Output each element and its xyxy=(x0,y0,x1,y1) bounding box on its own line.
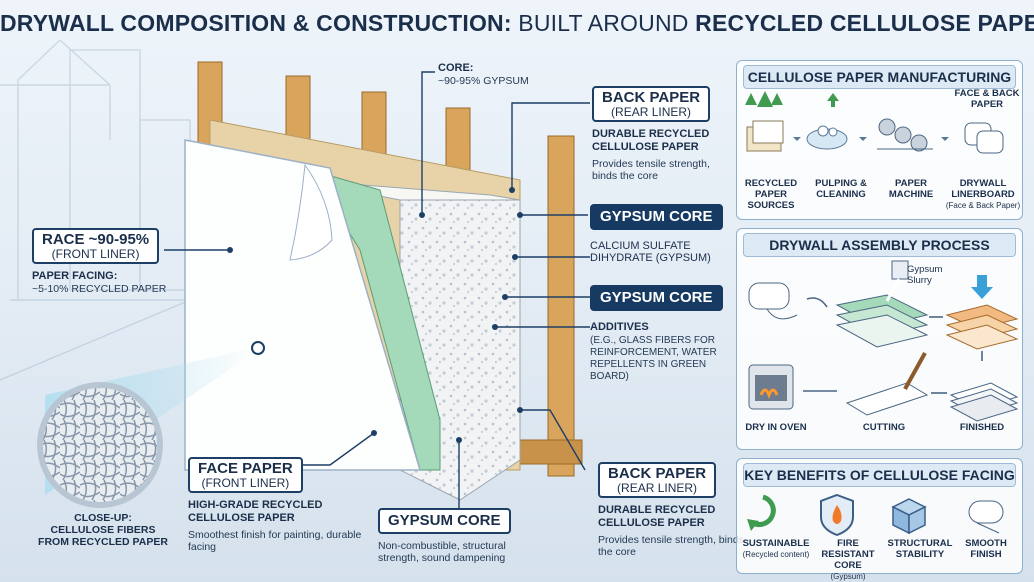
manufacturing-icons xyxy=(745,91,1004,154)
board-stack-icon xyxy=(949,382,1019,422)
callout-gypsum-core-1: GYPSUM CORE CALCIUM SULFATE DIHYDRATE (G… xyxy=(590,204,730,265)
oven-icon xyxy=(748,364,794,410)
benefits-heading: KEY BENEFITS OF CELLULOSE FACING xyxy=(743,463,1016,487)
fiber-closeup xyxy=(37,382,163,508)
callout-face-paper: FACE PAPER (FRONT LINER) HIGH-GRADE RECY… xyxy=(188,457,368,554)
benefit-3: SMOOTH FINISH xyxy=(965,538,1007,560)
benefit-1: FIRE RESISTANT CORE (Gypsum) xyxy=(821,538,875,581)
slurry-layers-icon xyxy=(835,294,929,348)
recycle-icon xyxy=(747,494,776,531)
gypsum-core-1-box: GYPSUM CORE xyxy=(590,204,723,230)
front-board xyxy=(184,139,422,471)
tree-icon xyxy=(745,91,783,107)
benefit-2: STRUCTURAL STABILITY xyxy=(887,538,953,560)
manufacturing-heading: CELLULOSE PAPER MANUFACTURING xyxy=(743,65,1016,89)
front-liner-box: RACE ~90-95% (FRONT LINER) xyxy=(32,228,160,265)
callout-front-liner: RACE ~90-95% (FRONT LINER) PAPER FACING:… xyxy=(32,228,202,296)
callout-back-paper-bottom: BACK PAPER (REAR LINER) DURABLE RECYCLED… xyxy=(598,462,748,559)
paper-rolls-icon xyxy=(964,122,1004,154)
panel-assembly: DRYWALL ASSEMBLY PROCESS Gypsum Slurry D… xyxy=(736,228,1023,450)
page-title: DRYWALL COMPOSITION & CONSTRUCTION: BUIL… xyxy=(0,10,1034,36)
panel-benefits: KEY BENEFITS OF CELLULOSE FACING SUSTAIN… xyxy=(736,458,1023,581)
callout-closeup: CLOSE-UP: CELLULOSE FIBERS FROM RECYCLED… xyxy=(38,512,168,549)
face-paper-edge xyxy=(308,169,441,471)
benefit-icons xyxy=(747,493,1004,537)
leader-lines xyxy=(164,71,590,510)
roll-icon xyxy=(968,500,1004,534)
gypsum-bottom-box: GYPSUM CORE xyxy=(378,508,511,534)
callout-back-paper-top: BACK PAPER (REAR LINER) DURABLE RECYCLED… xyxy=(592,86,732,183)
callout-gypsum-bottom: GYPSUM CORE Non-combustible, structural … xyxy=(378,508,548,565)
gypsum-core-2-box: GYPSUM CORE xyxy=(590,285,723,311)
face-paper-box: FACE PAPER (FRONT LINER) xyxy=(188,457,303,494)
back-paper-top-box: BACK PAPER (REAR LINER) xyxy=(592,86,711,123)
cube-icon xyxy=(891,498,927,535)
panel-manufacturing: CELLULOSE PAPER MANUFACTURING FACE & BAC… xyxy=(736,60,1023,220)
pulp-bowl-icon xyxy=(806,125,848,150)
assembly-heading: DRYWALL ASSEMBLY PROCESS xyxy=(743,233,1016,257)
press-stack-icon xyxy=(945,275,1019,350)
paper-stack-icon xyxy=(746,120,784,152)
callout-gypsum-core-2: GYPSUM CORE ADDITIVES (E.G., GLASS FIBER… xyxy=(590,285,730,383)
rollers-icon xyxy=(877,118,933,152)
fire-shield-icon xyxy=(820,493,854,537)
knife-icon xyxy=(845,352,929,416)
benefit-0: SUSTAINABLE (Recycled content) xyxy=(742,538,810,559)
back-paper-bottom-box: BACK PAPER (REAR LINER) xyxy=(598,462,717,499)
pitcher-icon xyxy=(885,260,909,302)
callout-core-top: CORE: ~90-95% GYPSUM xyxy=(438,62,529,87)
assembly-icons xyxy=(748,260,1019,422)
recycle-icon xyxy=(827,93,839,107)
manufacturing-step-3: DRYWALL LINERBOARD (Face & Back Paper) xyxy=(945,178,1021,210)
paper-roll-icon xyxy=(748,282,798,320)
